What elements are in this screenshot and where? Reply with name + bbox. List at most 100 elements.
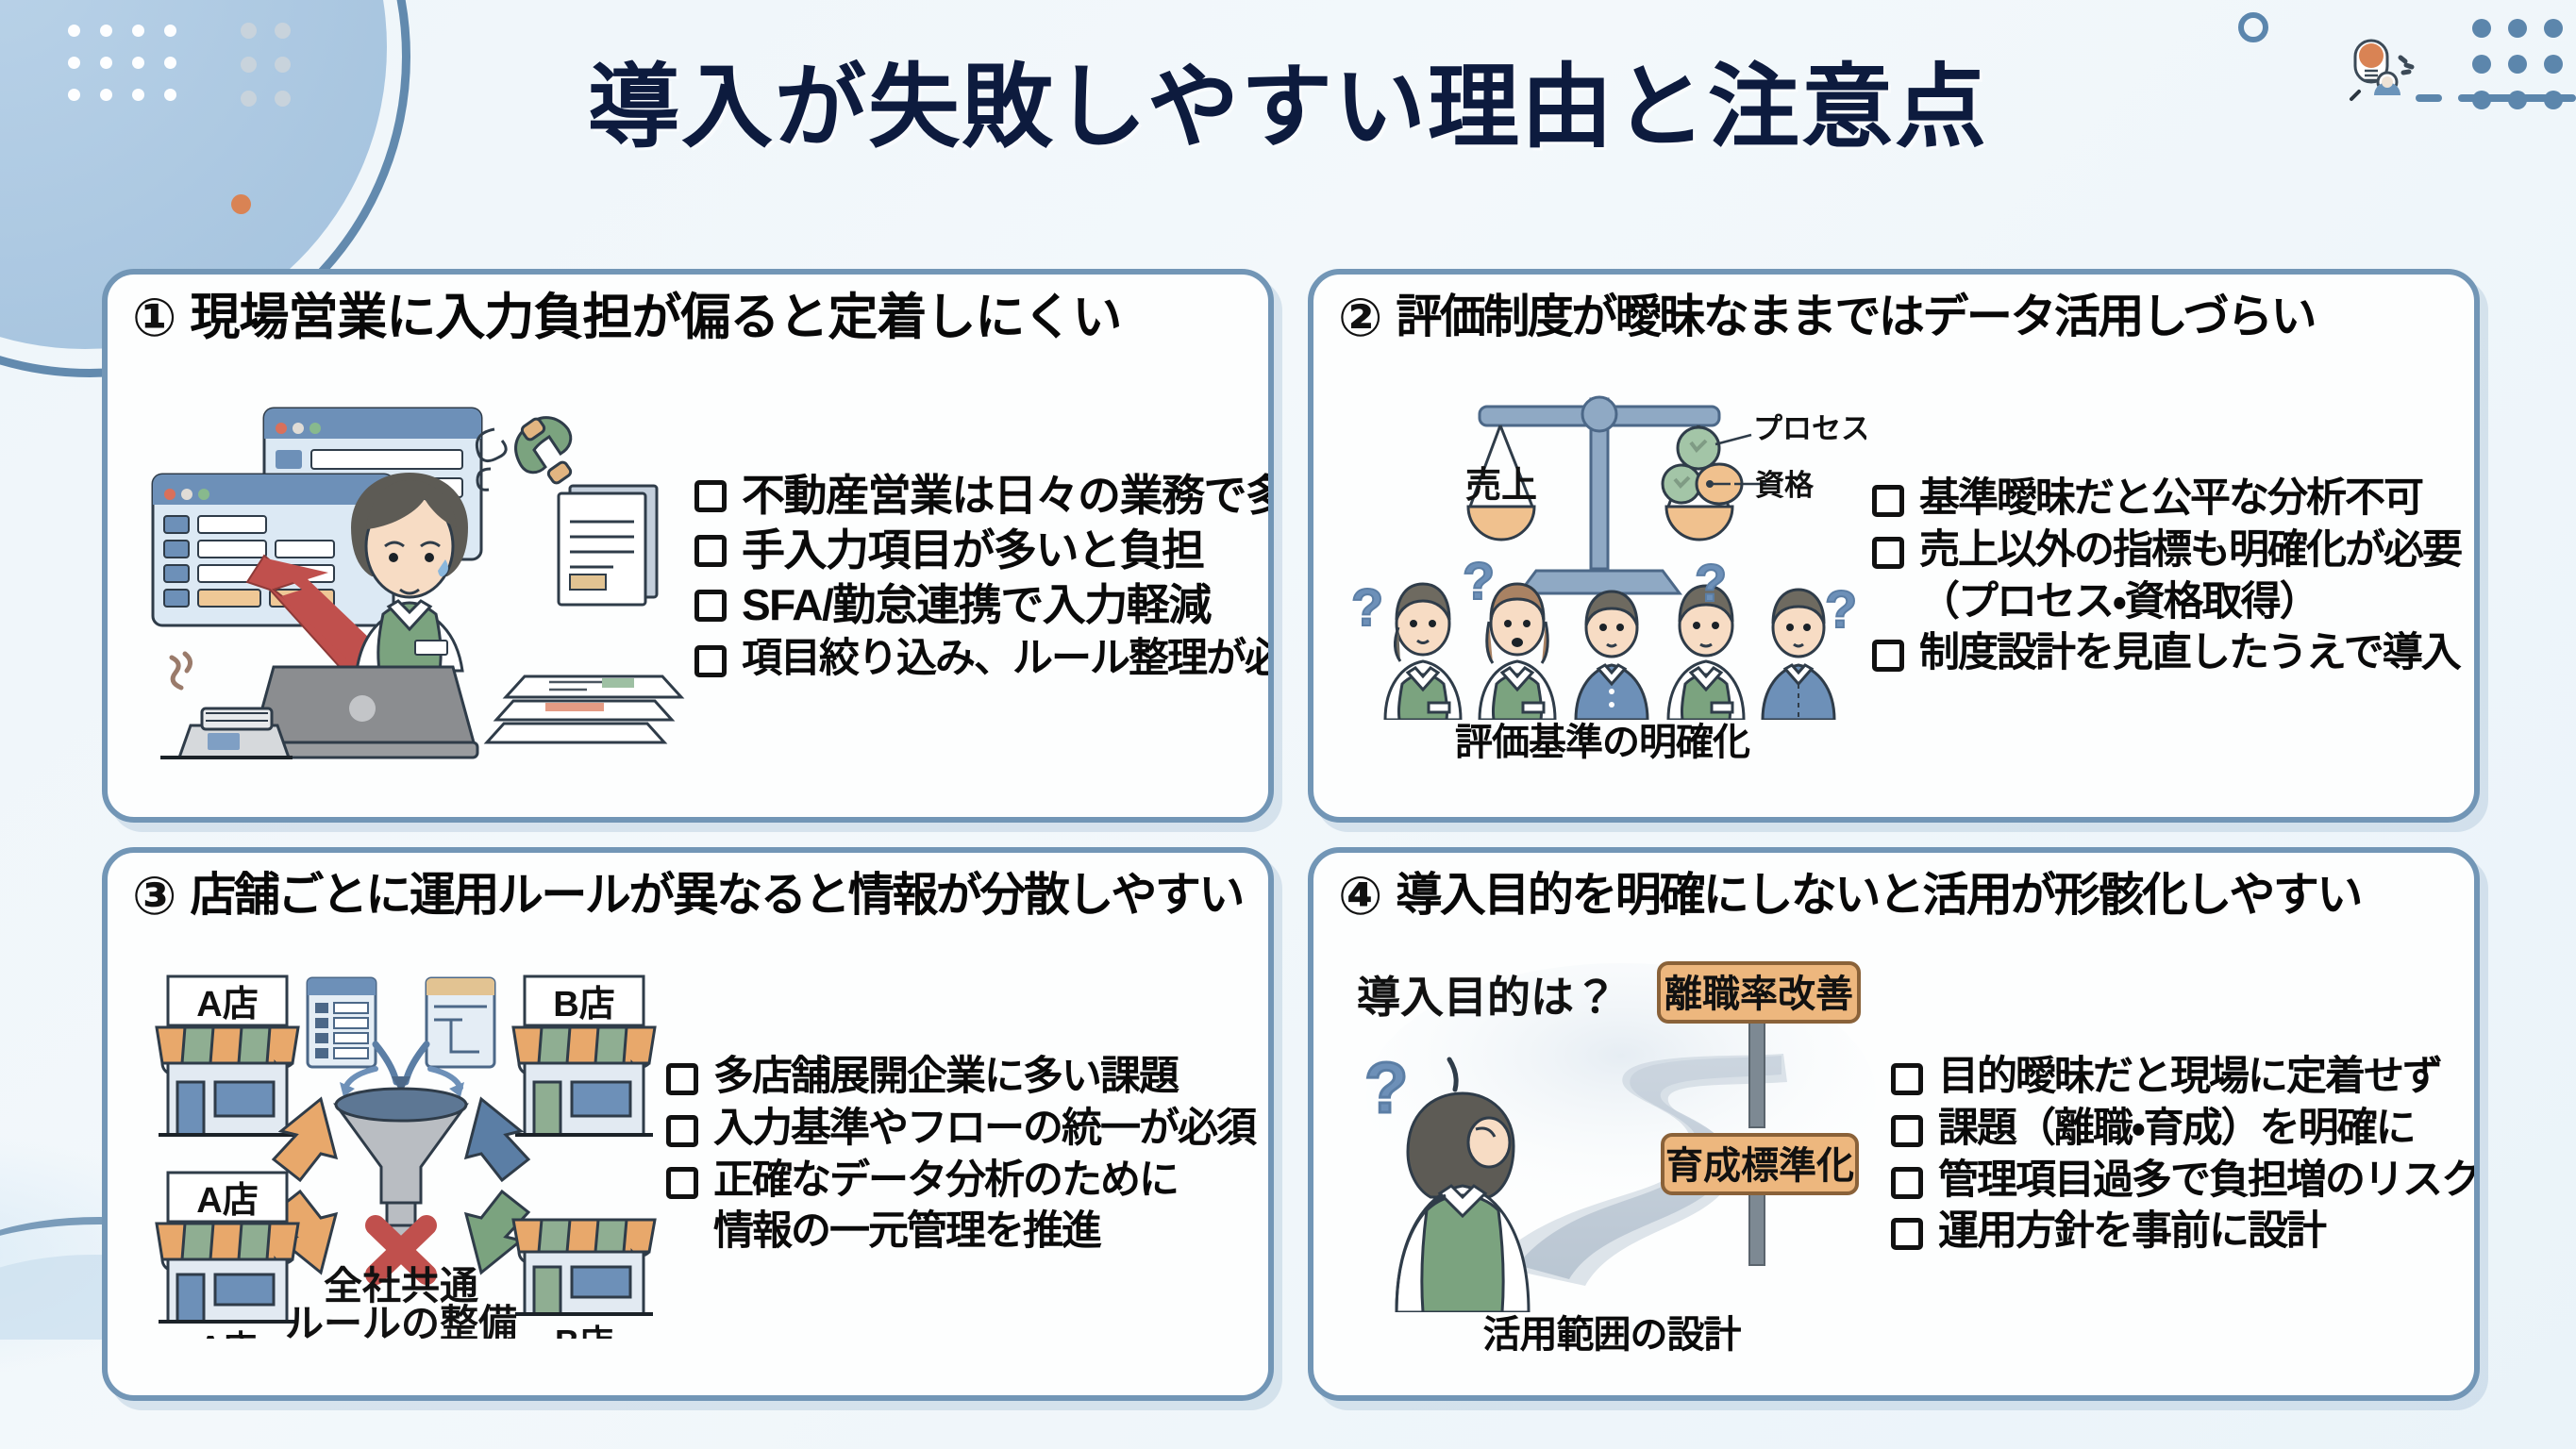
svg-text:?: ? <box>1825 579 1857 639</box>
card-2-illustration-caption: 評価基準の明確化 <box>1455 721 1750 763</box>
svg-text:?: ? <box>1695 553 1727 612</box>
card-1-title: 現場営業に入力負担が偏ると定着しにくい <box>190 290 1122 346</box>
checklist-label: 管理項目過多で負担増のリスク <box>1938 1157 2480 1203</box>
card-2-checklist: 基準曖昧だと公平な分析不可 売上以外の指標も明確化が必要 （プロセス・資格取得）… <box>1872 475 2463 677</box>
busy-sales-person-at-laptop-icon <box>132 388 689 765</box>
card-4-illustration-caption: 活用範囲の設計 <box>1482 1313 1742 1356</box>
checkbox-icon[interactable] <box>1891 1063 1923 1096</box>
store-bottom-right-caption: B店 <box>555 1323 613 1339</box>
checklist-item[interactable]: 制度設計を見直したうえで導入 <box>1872 629 2462 677</box>
stores-funnel-icon: A店 B店 <box>155 974 657 1339</box>
checkbox-icon[interactable] <box>666 1063 698 1096</box>
svg-text:?: ? <box>1351 577 1383 637</box>
checklist-item[interactable]: 課題（離職・育成）を明確に <box>1891 1105 2474 1153</box>
svg-text:B店: B店 <box>553 985 614 1024</box>
checkbox-icon[interactable] <box>694 644 727 677</box>
checklist-label: 手入力項目が多いと負担 <box>742 525 1205 575</box>
store-top-right: B店 <box>511 974 657 1137</box>
card-2-body: 売上 プロセス 資格 <box>1338 348 2463 804</box>
checklist-item-continuation: （プロセス・資格取得） <box>1872 578 2461 626</box>
person-at-forked-road-illustration: 離職率改善 育成標準化 導入目的は？ ? <box>1338 954 1885 1356</box>
balance-scale-icon: 売上 プロセス 資格 <box>1350 395 1866 720</box>
checklist-item[interactable]: 運用方針を事前に設計 <box>1891 1208 2474 1256</box>
card-1-number: ① <box>132 288 177 347</box>
forked-road-signposts-icon: 離職率改善 育成標準化 導入目的は？ ? <box>1357 960 1876 1312</box>
checklist-item[interactable]: 管理項目過多で負担増のリスク <box>1891 1157 2480 1205</box>
checklist-item[interactable]: 手入力項目が多いと負担 <box>694 525 1268 575</box>
checkbox-icon[interactable] <box>694 479 727 512</box>
card-4-number: ④ <box>1338 866 1383 925</box>
funnel-caption-line1: 全社共通 <box>324 1264 478 1307</box>
checklist-label: 情報の一元管理を推進 <box>713 1208 1102 1255</box>
checklist-label: 売上以外の指標も明確化が必要 <box>1919 526 2463 573</box>
checklist-item[interactable]: 入力基準やフローの統一が必須 <box>666 1105 1257 1153</box>
question-mark-icon: ? ? ? ? <box>1350 550 1858 640</box>
checkbox-icon[interactable] <box>1891 1166 1923 1199</box>
card-1-header: ① 現場営業に入力負担が偏ると定着しにくい <box>132 291 1244 344</box>
checkbox-icon[interactable] <box>1872 485 1904 518</box>
checklist-label: 入力基準やフローの統一が必須 <box>713 1105 1257 1151</box>
card-3: ③ 店舗ごとに運用ルールが異なると情報が分散しやすい A店 <box>102 847 1274 1401</box>
card-2-number: ② <box>1338 288 1383 347</box>
checklist-label: 課題（離職・育成）を明確に <box>1938 1105 2417 1151</box>
card-3-title: 店舗ごとに運用ルールが異なると情報が分散しやすい <box>190 870 1245 922</box>
page-title: 導入が失敗しやすい理由と注意点 <box>587 56 1989 158</box>
funnel-caption-line2: ルールの整備 <box>285 1302 517 1339</box>
checklist-item[interactable]: 正確なデータ分析のために <box>666 1157 1255 1205</box>
checklist-label: 不動産営業は日々の業務で多忙 <box>742 470 1274 520</box>
store-top-left: A店 <box>155 974 300 1137</box>
scale-left-label: 売上 <box>1465 466 1537 506</box>
card-4-title: 導入目的を明確にしないと活用が形骸化しやすい <box>1396 870 2363 922</box>
signpost-top-label: 離職率改善 <box>1664 974 1853 1015</box>
checklist-label: （プロセス・資格取得） <box>1919 578 2320 625</box>
checkbox-icon[interactable] <box>1872 640 1904 673</box>
card-3-number: ③ <box>132 866 177 925</box>
checklist-label: 項目絞り込み、ルール整理が必要 <box>742 635 1274 681</box>
checkbox-icon[interactable] <box>666 1114 698 1147</box>
card-1-body: 不動産営業は日々の業務で多忙 手入力項目が多いと負担 SFA/勤怠連携で入力軽減… <box>132 348 1268 804</box>
checklist-item[interactable]: SFA/勤怠連携で入力軽減 <box>694 579 1268 630</box>
svg-text:A店: A店 <box>196 1181 258 1221</box>
card-grid: ① 現場営業に入力負担が偏ると定着しにくい <box>102 269 2480 1401</box>
scale-right-label-qualification: 資格 <box>1755 469 1815 502</box>
card-2: ② 評価制度が曖昧なままではデータ活用しづらい 売上 <box>1308 269 2480 823</box>
orange-dot-icon <box>231 194 251 214</box>
checklist-label: 基準曖昧だと公平な分析不可 <box>1919 475 2424 522</box>
card-1: ① 現場営業に入力負担が偏ると定着しにくい <box>102 269 1274 823</box>
checkbox-icon[interactable] <box>666 1166 698 1199</box>
question-label: 導入目的は？ <box>1357 973 1617 1022</box>
checklist-item[interactable]: 目的曖昧だと現場に定着せず <box>1891 1053 2474 1101</box>
card-2-header: ② 評価制度が曖昧なままではデータ活用しづらい <box>1338 291 2450 344</box>
checklist-item[interactable]: 売上以外の指標も明確化が必要 <box>1872 526 2463 575</box>
card-4: ④ 導入目的を明確にしないと活用が形骸化しやすい <box>1308 847 2480 1401</box>
card-2-title: 評価制度が曖昧なままではデータ活用しづらい <box>1396 291 2317 343</box>
card-3-checklist: 多店舗展開企業に多い課題 入力基準やフローの統一が必須 正確なデータ分析のために… <box>666 1053 1257 1256</box>
card-4-checklist: 目的曖昧だと現場に定着せず 課題（離職・育成）を明確に 管理項目過多で負担増のリ… <box>1891 1053 2480 1256</box>
store-bottom-left: A店 A店 <box>155 1171 300 1339</box>
card-3-body: A店 B店 <box>132 926 1257 1382</box>
checklist-label: 正確なデータ分析のために <box>713 1157 1179 1203</box>
checkbox-icon[interactable] <box>1872 536 1904 569</box>
checkbox-icon[interactable] <box>694 590 727 623</box>
store-bottom-left-caption: A店 <box>198 1328 257 1339</box>
svg-text:?: ? <box>1463 551 1495 610</box>
checklist-item[interactable]: 項目絞り込み、ルール整理が必要 <box>694 635 1274 683</box>
checklist-label: 多店舗展開企業に多い課題 <box>713 1054 1179 1100</box>
card-4-header: ④ 導入目的を明確にしないと活用が形骸化しやすい <box>1338 870 2450 923</box>
card-3-header: ③ 店舗ごとに運用ルールが異なると情報が分散しやすい <box>132 866 1245 925</box>
checklist-item[interactable]: 不動産営業は日々の業務で多忙 <box>694 470 1274 521</box>
checkbox-icon[interactable] <box>694 535 727 567</box>
svg-text:A店: A店 <box>196 985 258 1024</box>
checklist-label: 目的曖昧だと現場に定着せず <box>1938 1054 2443 1100</box>
signpost-bottom-label: 育成標準化 <box>1665 1145 1854 1187</box>
checkbox-icon[interactable] <box>1891 1218 1923 1251</box>
checkbox-icon[interactable] <box>1891 1114 1923 1147</box>
checklist-item-continuation: 情報の一元管理を推進 <box>666 1208 1255 1256</box>
checklist-label: 運用方針を事前に設計 <box>1938 1208 2327 1255</box>
card-1-checklist: 不動産営業は日々の業務で多忙 手入力項目が多いと負担 SFA/勤怠連携で入力軽減… <box>694 470 1274 683</box>
checklist-item[interactable]: 基準曖昧だと公平な分析不可 <box>1872 475 2461 523</box>
checklist-item[interactable]: 多店舗展開企業に多い課題 <box>666 1053 1255 1101</box>
checklist-label: SFA/勤怠連携で入力軽減 <box>742 580 1212 630</box>
card-4-body: 離職率改善 育成標準化 導入目的は？ ? <box>1338 926 2474 1382</box>
scale-right-label-process: プロセス <box>1753 412 1866 445</box>
